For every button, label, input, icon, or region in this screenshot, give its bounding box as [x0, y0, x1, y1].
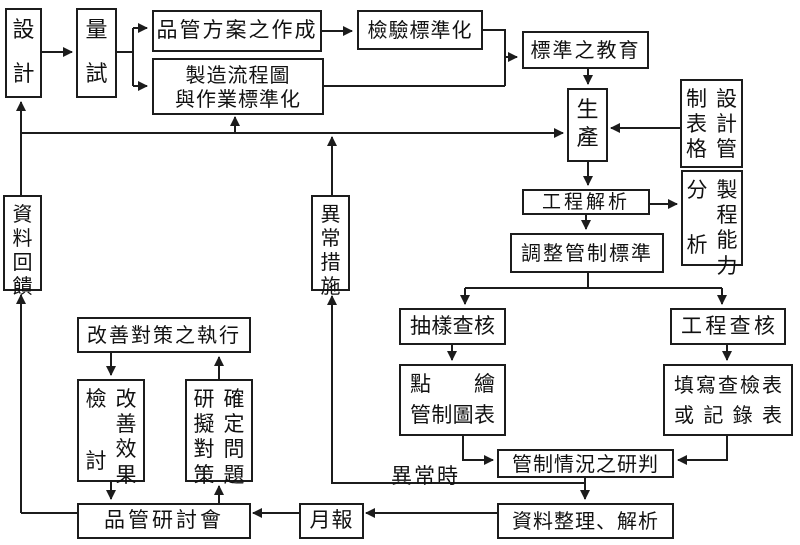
node-monthly-report-text: 月報 [309, 508, 354, 533]
node-production-text: 生產 [576, 98, 599, 151]
node-production: 生產 [567, 88, 608, 162]
node-review-effect-left: 檢討 [85, 387, 107, 473]
node-process-std: 製造流程圖 與作業標準化 [152, 58, 324, 115]
node-sampling-check: 抽樣查核 [399, 308, 506, 345]
node-inspection-std: 檢驗標準化 [357, 10, 483, 50]
node-capability: 分析 製程能力 [681, 170, 743, 278]
edge-plot-to-judgment [462, 436, 494, 465]
node-process-analysis-text: 工程解析 [541, 190, 630, 213]
node-process-check-text: 工程查核 [681, 313, 775, 338]
node-control-forms-right: 設計管 [716, 87, 737, 162]
node-review-effect: 檢討 改善效果 [77, 379, 145, 487]
edge-fill-to-judgment [677, 436, 728, 465]
node-inspection-std-text: 檢驗標準化 [367, 18, 473, 42]
node-fill-sheets-line1: 填寫查檢表 [674, 372, 782, 397]
node-capability-right: 製程能力 [716, 178, 738, 278]
node-data-analysis-text: 資料整理、解析 [512, 509, 659, 533]
node-process-std-line1: 製造流程圖 [185, 62, 291, 87]
node-plot-charts-line1: 點繪 [410, 371, 495, 396]
node-process-analysis: 工程解析 [522, 189, 650, 215]
node-qc-meeting: 品管研討會 [77, 503, 251, 539]
node-qc-plan: 品管方案之作成 [152, 10, 322, 52]
node-control-forms: 制表格 設計管 [680, 79, 743, 168]
node-adjust-std: 調整管制標準 [510, 233, 664, 273]
node-fill-sheets: 填寫查檢表 或記錄表 [663, 364, 793, 436]
node-std-education: 標準之教育 [522, 31, 649, 69]
node-abnormal-action: 異常措施 [311, 195, 350, 298]
node-process-std-line2: 與作業標準化 [175, 86, 301, 111]
node-data-feedback: 資料回饋 [3, 195, 42, 298]
node-qc-plan-text: 品管方案之作成 [156, 18, 318, 43]
node-control-judgment: 管制情況之研判 [497, 449, 674, 478]
node-improvement-exec: 改善對策之執行 [77, 317, 251, 353]
node-control-forms-cols: 制表格 設計管 [686, 81, 737, 166]
abnormal-time-label: 異常時 [391, 464, 460, 488]
node-plot-charts-line2: 管制圖表 [410, 402, 495, 427]
node-plot-charts: 點繪 管制圖表 [399, 364, 506, 436]
node-trial: 量試 [76, 8, 117, 98]
node-data-feedback-text: 資料回饋 [12, 202, 33, 298]
node-std-education-text: 標準之教育 [530, 38, 641, 62]
node-abnormal-action-text: 異常措施 [320, 202, 341, 298]
node-review-effect-cols: 檢討 改善效果 [85, 381, 137, 487]
node-fill-sheets-lines: 填寫查檢表 或記錄表 [665, 366, 791, 434]
node-design: 設計 [5, 8, 42, 98]
node-define-problem: 研擬對策 確定問題 [185, 379, 253, 487]
node-data-analysis: 資料整理、解析 [497, 503, 674, 539]
node-adjust-std-text: 調整管制標準 [521, 241, 653, 265]
node-capability-left: 分析 [686, 178, 708, 257]
edge-inspection-connector [483, 29, 506, 86]
node-capability-cols: 分析 製程能力 [686, 172, 738, 278]
edge-abnormal-branch [327, 295, 585, 484]
node-improvement-exec-text: 改善對策之執行 [87, 323, 241, 347]
node-monthly-report: 月報 [299, 503, 364, 539]
node-qc-meeting-text: 品管研討會 [104, 508, 224, 533]
node-control-judgment-text: 管制情況之研判 [512, 451, 659, 476]
node-control-forms-left: 制表格 [686, 87, 707, 162]
node-trial-text: 量試 [85, 18, 108, 87]
node-plot-charts-lines: 點繪 管制圖表 [401, 366, 504, 434]
node-sampling-check-text: 抽樣查核 [410, 313, 495, 338]
node-design-text: 設計 [12, 18, 35, 87]
node-fill-sheets-line2: 或記錄表 [674, 403, 782, 428]
node-define-problem-cols: 研擬對策 確定問題 [193, 381, 245, 487]
node-process-check: 工程查核 [670, 308, 786, 345]
node-review-effect-right: 改善效果 [115, 387, 137, 487]
node-define-problem-right: 確定問題 [223, 387, 245, 487]
node-define-problem-left: 研擬對策 [193, 387, 215, 487]
